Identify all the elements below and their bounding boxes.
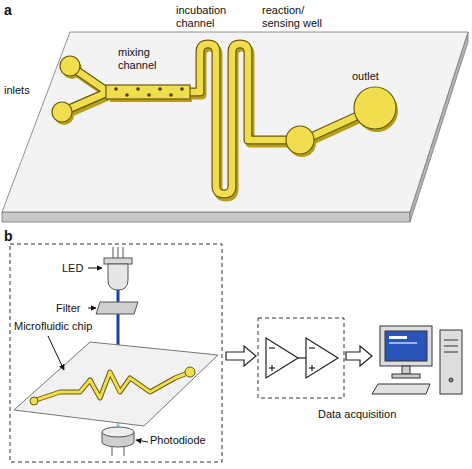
part-label: LED <box>62 262 83 275</box>
led <box>104 247 132 290</box>
flow-arrow <box>226 346 256 366</box>
mixer-pillar <box>180 87 184 91</box>
optical-setup-frame <box>10 244 222 462</box>
chip-plate <box>2 32 468 222</box>
mixer-pillar <box>114 87 118 91</box>
part-label: outlet <box>352 70 379 83</box>
channel-shadow <box>54 47 398 197</box>
panel-letter: a <box>4 2 12 18</box>
photodiode <box>102 427 134 456</box>
microfluidic-channel <box>62 44 357 194</box>
part-label: Microfluidic chip <box>14 320 92 333</box>
optical-filter <box>96 302 138 314</box>
amplifier-frame <box>258 318 344 398</box>
part-label: mixing channel <box>118 46 168 71</box>
mixer-pillar <box>125 93 129 97</box>
computer-icon <box>372 326 462 394</box>
part-label: Filter <box>56 302 80 315</box>
mixer-pillar <box>147 93 151 97</box>
chip-ports <box>30 367 195 405</box>
mixer-pillar <box>158 87 162 91</box>
channel-outline <box>62 44 357 194</box>
flow-arrow <box>346 346 372 366</box>
part-label: inlets <box>4 84 30 97</box>
chip-channel <box>36 372 190 400</box>
part-label: Photodiode <box>150 434 206 447</box>
leader-arrows <box>48 268 148 442</box>
part-label: Data acquisition <box>318 408 396 421</box>
part-label: incubation channel <box>176 4 238 29</box>
mixer-pillar <box>136 87 140 91</box>
mixer-pillar <box>169 93 173 97</box>
mixer-pillars <box>114 87 184 97</box>
channel-chambers <box>52 56 396 154</box>
chip-plate <box>14 342 218 426</box>
opamp-symbol <box>266 338 338 378</box>
chip-channel <box>36 372 190 400</box>
part-label: reaction/ sensing well <box>262 4 330 29</box>
panel-letter: b <box>4 228 13 244</box>
